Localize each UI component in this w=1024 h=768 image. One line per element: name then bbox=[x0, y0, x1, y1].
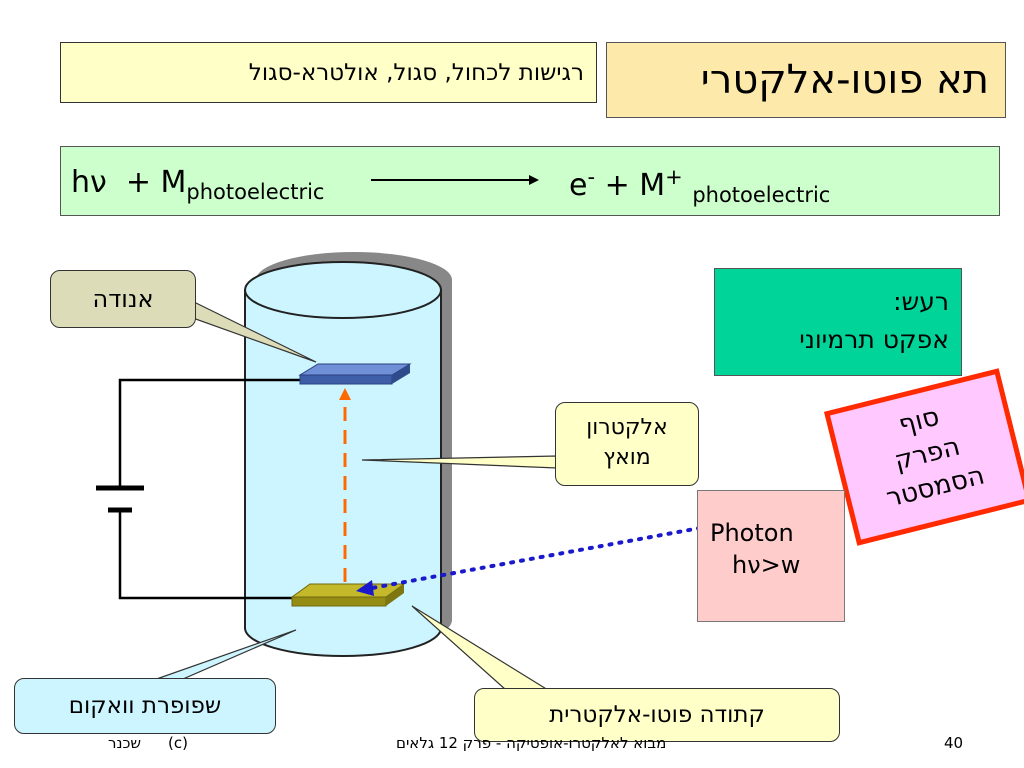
noise-text: אפקט תרמיוני bbox=[799, 325, 949, 354]
electron-label-line2: מואץ bbox=[603, 445, 651, 470]
anode-label: אנודה bbox=[50, 270, 196, 328]
electron-arrowhead bbox=[339, 388, 351, 400]
anode-plate-front bbox=[299, 374, 393, 385]
anode-plate-side bbox=[392, 364, 410, 384]
footer-author: שכנר bbox=[108, 734, 142, 752]
sensitivity-note: רגישות לכחול, סגול, אולטרא-סגול bbox=[60, 42, 597, 103]
reaction-arrow bbox=[371, 175, 539, 185]
slide-title: תא פוטו-אלקטרי bbox=[606, 42, 1006, 118]
photo-cathode-label: קתודה פוטו-אלקטרית bbox=[474, 688, 840, 742]
photon-box: Photon hν>w bbox=[697, 490, 845, 622]
cathode-plate-side bbox=[386, 584, 404, 606]
equation-lhs: hν + Mphotoelectric bbox=[71, 165, 325, 204]
cathode-plate-top bbox=[290, 583, 406, 598]
wire-top bbox=[118, 378, 300, 488]
electron-label-line1: אלקטרון bbox=[586, 415, 668, 440]
electron-label: אלקטרון מואץ bbox=[555, 402, 699, 486]
anode-plate-top bbox=[298, 363, 412, 376]
footer-copyright: (c) bbox=[168, 734, 188, 752]
photon-energy-condition: hν>w bbox=[732, 551, 801, 579]
cathode-pointer bbox=[411, 605, 551, 691]
noise-note: רעש: אפקט תרמיוני bbox=[714, 268, 962, 376]
cathode-plate-front bbox=[291, 596, 387, 607]
tube-pointer bbox=[147, 629, 297, 683]
noise-heading: רעש: bbox=[893, 287, 949, 316]
tube-top bbox=[244, 261, 442, 319]
equation-rhs: e- + M+ photoelectric bbox=[569, 165, 831, 207]
reaction-equation: hν + Mphotoelectric e- + M+ photoelectri… bbox=[60, 146, 1000, 216]
photon-arrowhead bbox=[356, 580, 374, 596]
wire-bottom bbox=[118, 510, 292, 600]
photon-label: Photon bbox=[710, 519, 794, 547]
page-number: 40 bbox=[944, 734, 964, 752]
vacuum-tube-label: שפופרת וואקום bbox=[14, 678, 276, 734]
footer-course: מבוא לאלקטרו-אופטיקה - פרק 12 גלאים bbox=[396, 734, 667, 752]
